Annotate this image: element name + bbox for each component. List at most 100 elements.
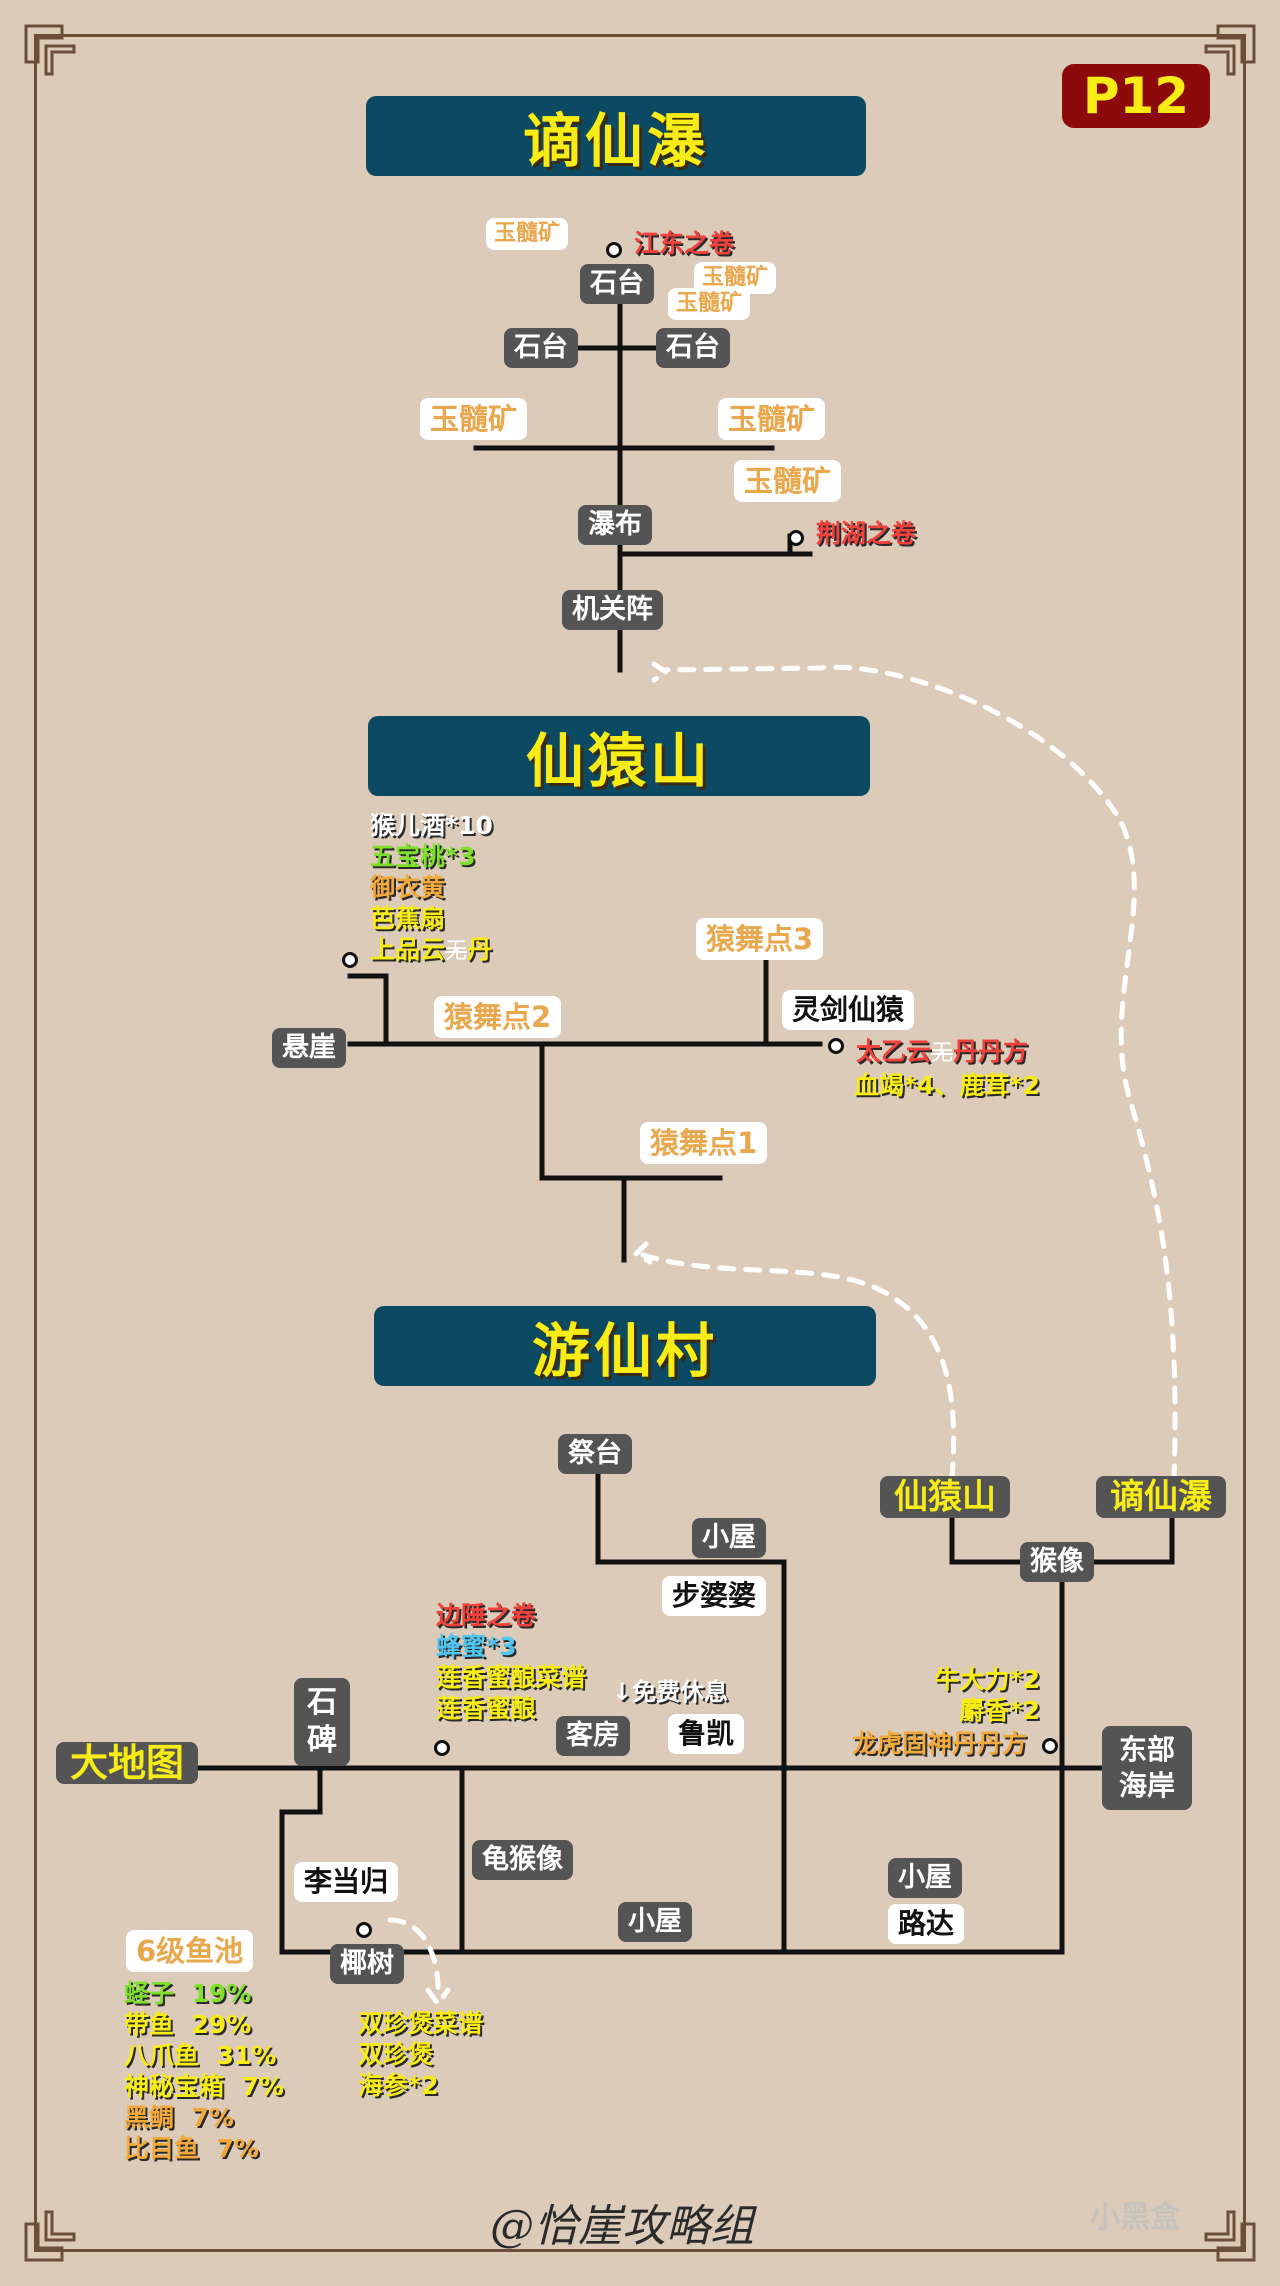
fish-pond-title: 6级鱼池 [126,1930,254,1972]
node-stone-platform: 石台 [504,328,578,368]
boss-spirit-sword-ape: 灵剑仙猿 [782,990,915,1030]
item-double-treasure-recipe: 双珍煲菜谱 [358,2009,484,2038]
link-waterfall[interactable]: 谪仙瀑 [1096,1476,1226,1518]
fish-list: 蛏子 19% 带鱼 29% 八爪鱼 31% 神秘宝箱 7% 黑鲷 7% 比目鱼 … [124,1978,284,2164]
cliff-item-list: 猴儿酒*10 五宝桃*3 御衣黄 芭蕉扇 上品云无丹 [370,810,493,967]
fish-pct: 31% [216,2041,277,2070]
route-arrow-head [651,661,671,683]
item-lotus-mead: 莲香蜜酿 [436,1694,537,1723]
item-cloud-pill-suffix: 丹 [467,935,493,964]
location-marker-icon [828,1038,844,1054]
node-cliff: 悬崖 [272,1028,346,1068]
item-five-peach: 五宝桃*3 [370,842,476,871]
route-arrow-head [425,1987,451,2009]
corner-ornament-icon [1178,2184,1258,2264]
fish-row: 蛏子 19% [124,1978,284,2009]
boss-recipe-glyph: 无 [931,1041,954,1066]
fish-pct: 7% [216,2134,259,2163]
node-mechanism-array: 机关阵 [562,590,663,630]
boss-items: 血竭*4、鹿茸*2 [854,1071,1040,1100]
ore-label: 玉髓矿 [734,460,842,502]
link-world-map[interactable]: 大地图 [56,1742,199,1784]
fish-row: 黑鲷 7% [124,2102,284,2133]
item-musk: 麝香*2 [959,1696,1040,1725]
dance-point-1: 猿舞点1 [640,1122,768,1164]
node-inn: 客房 [556,1716,630,1756]
section-title-village: 游仙村 [374,1306,876,1386]
page-frame [34,34,1246,2252]
npc-bu-granny: 步婆婆 [662,1576,767,1616]
scroll-jinghu: 荆湖之卷 [816,519,917,548]
fish-name: 比目鱼 [124,2134,200,2163]
fish-row: 比目鱼 7% [124,2133,284,2164]
coast-item-list: 牛大力*2 麝香*2 [854,1664,1040,1726]
item-cloud-pill-label: 上品云 [370,935,446,964]
location-marker-icon [606,242,622,258]
link-ape-mountain[interactable]: 仙猿山 [880,1476,1010,1518]
path-line [279,1765,1065,1955]
location-marker-icon [342,952,358,968]
fish-name: 带鱼 [124,2010,175,2039]
corner-ornament-icon [1178,22,1258,102]
section-title-waterfall: 谪仙瀑 [366,96,866,176]
path-line [595,1457,787,1953]
ore-label: 玉髓矿 [486,218,569,250]
fish-pct: 7% [241,2072,284,2101]
node-hut: 小屋 [888,1858,962,1898]
item-niudali: 牛大力*2 [934,1665,1040,1694]
free-rest-hint: ↓免费休息 [612,1678,729,1706]
fish-name: 神秘宝箱 [124,2072,225,2101]
route-arrow-dashed [387,1917,441,2001]
node-monkey-statue: 猴像 [1020,1542,1094,1582]
item-monkey-wine: 猴儿酒*10 [370,811,493,840]
fish-row: 神秘宝箱 7% [124,2071,284,2102]
location-marker-icon [788,530,804,546]
watermark: 小黑盒 [1090,2200,1180,2235]
inn-item-list: 边陲之卷 蜂蜜*3 莲香蜜酿菜谱 莲香蜜酿 [436,1600,586,1724]
item-double-treasure-stew: 双珍煲 [358,2040,434,2069]
item-yuyihuang: 御衣黄 [370,873,446,902]
fish-row: 带鱼 29% [124,2009,284,2040]
fish-pct: 19% [191,1979,252,2008]
item-lotus-recipe: 莲香蜜酿菜谱 [436,1663,587,1692]
fish-name: 八爪鱼 [124,2041,200,2070]
item-honey: 蜂蜜*3 [436,1632,517,1661]
route-arrow-dashed [637,1251,957,1481]
fish-name: 黑鲷 [124,2103,175,2132]
node-stone-platform: 石台 [580,264,654,304]
node-waterfall: 瀑布 [578,505,652,545]
path-line [347,973,389,1047]
fish-name: 蛏子 [124,1979,175,2008]
fish-row: 八爪鱼 31% [124,2040,284,2071]
item-sea-cucumber: 海参*2 [358,2071,439,2100]
ore-label: 玉髓矿 [668,288,751,320]
node-altar: 祭台 [558,1434,632,1474]
ore-label: 玉髓矿 [420,398,528,440]
node-stele: 石碑 [294,1678,350,1766]
page-number-badge: P12 [1062,64,1210,128]
item-banana-fan: 芭蕉扇 [370,904,446,933]
route-arrow-head [631,1241,653,1265]
item-cloud-pill-glyph: 无 [445,939,468,964]
dance-point-2: 猿舞点2 [434,996,562,1038]
section-title-ape-mountain: 仙猿山 [368,716,870,796]
boss-recipe-suffix: 丹丹方 [953,1037,1029,1066]
scroll-jiangdong: 江东之卷 [634,229,735,258]
npc-lukai: 鲁凯 [668,1714,745,1754]
boss-recipe: 太乙云无丹丹方 [856,1036,1028,1070]
item-dragon-tiger-recipe: 龙虎固神丹丹方 [852,1729,1028,1758]
ore-label: 玉髓矿 [718,398,826,440]
author-signature: @恰崖攻略组 [490,2201,754,2252]
item-border-scroll: 边陲之卷 [436,1601,537,1630]
fish-pct: 29% [191,2010,252,2039]
node-hut: 小屋 [618,1902,692,1942]
node-east-coast: 东部海岸 [1102,1726,1192,1810]
corner-ornament-icon [22,2184,102,2264]
node-turtle-monkey-statue: 龟猴像 [472,1840,573,1880]
route-arrow-dashed [659,664,1178,1483]
item-cloud-pill: 上品云无丹 [370,934,493,967]
boss-recipe-label: 太乙云 [856,1037,932,1066]
fish-pct: 7% [191,2103,234,2132]
location-marker-icon [434,1740,450,1756]
corner-ornament-icon [22,22,102,102]
